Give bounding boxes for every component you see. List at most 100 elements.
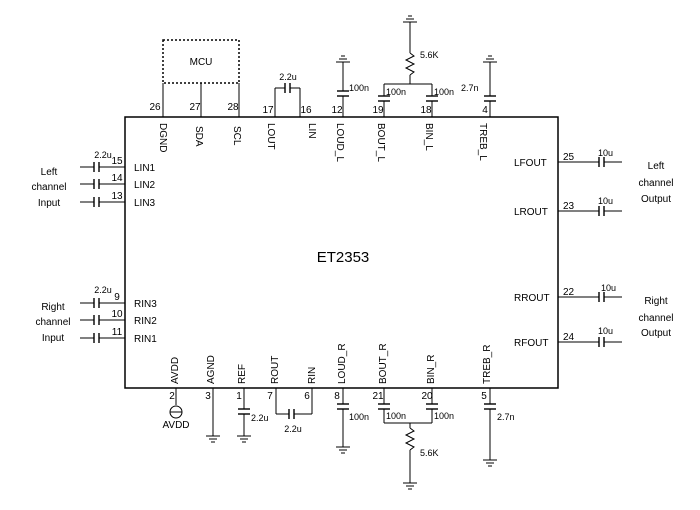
pin-num-15: 15: [111, 156, 123, 167]
left-output-line2: channel: [638, 178, 673, 189]
pin-label-agnd: AGND: [206, 355, 217, 384]
pin-num-4: 4: [482, 105, 488, 116]
pin-label-lrout: LROUT: [514, 207, 548, 218]
pin-label-lin3: LIN3: [134, 198, 156, 209]
pin-label-loud-l: LOUD_L: [334, 123, 345, 162]
bass-network-l: [378, 15, 438, 117]
pin-label-lfout: LFOUT: [514, 158, 547, 169]
pin-label-treb-l: TREB_L: [477, 123, 488, 161]
mcu-label: MCU: [190, 57, 213, 68]
pin-num-20: 20: [421, 391, 433, 402]
pin-num-16: 16: [300, 105, 312, 116]
pin-num-7: 7: [267, 391, 273, 402]
pin-num-17: 17: [262, 105, 274, 116]
left-output-line1: Left: [648, 161, 665, 172]
left-input-line3: Input: [38, 198, 60, 209]
cap-rout-rin: [275, 388, 313, 419]
pin-num-2: 2: [169, 391, 175, 402]
pin-num-14: 14: [111, 173, 123, 184]
pin-label-ref: REF: [237, 364, 248, 384]
pin-label-scl: SCL: [231, 126, 242, 146]
pin-label-treb-r: TREB_R: [482, 345, 493, 384]
pin-label-bin-l: BIN_L: [423, 123, 434, 151]
pin-num-25: 25: [563, 152, 575, 163]
pin-num-18: 18: [420, 105, 432, 116]
cap-lfout-value: 10u: [598, 148, 613, 158]
cap-treb-r-value: 2.7n: [497, 412, 515, 422]
chip-body: [124, 116, 559, 389]
chip-name: ET2353: [317, 249, 370, 266]
pin-label-bout-r: BOUT_R: [378, 343, 389, 384]
pin-label-rrout: RROUT: [514, 293, 550, 304]
bass-network-r: [378, 388, 438, 490]
cap-bout-l-value: 100n: [386, 87, 406, 97]
pin-num-22: 22: [563, 287, 575, 298]
agnd-ground: [206, 388, 220, 443]
pin-num-21: 21: [372, 391, 384, 402]
pin-label-rin: RIN: [307, 367, 318, 384]
cap-treb-l: [483, 55, 497, 117]
right-output-line1: Right: [644, 296, 668, 307]
cap-lrout-value: 10u: [598, 196, 613, 206]
cap-rfout-value: 10u: [598, 326, 613, 336]
pin-label-bout-l: BOUT_L: [375, 123, 386, 162]
cap-rin-value: 2.2u: [94, 285, 112, 295]
pin-num-5: 5: [481, 391, 487, 402]
pin-label-rin2: RIN2: [134, 316, 157, 327]
cap-lin-value: 2.2u: [94, 150, 112, 160]
cap-rrout-value: 10u: [601, 283, 616, 293]
cap-loud-r: [336, 388, 350, 454]
cap-loud-l-value: 100n: [349, 83, 369, 93]
cap-ref-value: 2.2u: [251, 413, 269, 423]
pin-label-lin2: LIN2: [134, 180, 156, 191]
right-input-line2: channel: [35, 317, 70, 328]
left-input-line1: Left: [41, 167, 58, 178]
cap-loud-l: [336, 55, 350, 117]
pin-label-dgnd: DGND: [157, 123, 168, 152]
pin-label-lin: LIN: [306, 123, 317, 139]
cap-rout-rin-value: 2.2u: [284, 424, 302, 434]
res-l-value: 5.6K: [420, 50, 439, 60]
cap-loud-r-value: 100n: [349, 412, 369, 422]
pin-num-19: 19: [372, 105, 384, 116]
cap-lout-lin-value: 2.2u: [279, 72, 297, 82]
left-input-caps: [80, 162, 125, 343]
pin-label-rout: ROUT: [270, 356, 281, 384]
pin-num-24: 24: [563, 332, 575, 343]
left-input-line2: channel: [31, 182, 66, 193]
left-output-line3: Output: [641, 194, 671, 205]
pin-label-lin1: LIN1: [134, 163, 156, 174]
pin-num-10: 10: [111, 309, 123, 320]
pin-num-23: 23: [563, 201, 575, 212]
pin-label-rin3: RIN3: [134, 299, 157, 310]
pin-label-rin1: RIN1: [134, 334, 157, 345]
cap-ref: [237, 388, 251, 443]
avdd-label: AVDD: [162, 420, 189, 431]
pin-label-bin-r: BIN_R: [426, 355, 437, 384]
avdd-source: [169, 388, 183, 419]
pin-label-avdd: AVDD: [170, 357, 181, 384]
pin-label-lout: LOUT: [265, 123, 276, 150]
cap-bout-r-value: 100n: [386, 411, 406, 421]
pin-num-9: 9: [114, 292, 120, 303]
right-input-line3: Input: [42, 333, 64, 344]
cap-bin-r-value: 100n: [434, 411, 454, 421]
pin-num-13: 13: [111, 191, 123, 202]
pin-label-sda: SDA: [193, 126, 204, 147]
cap-treb-l-value: 2.7n: [461, 83, 479, 93]
res-r-value: 5.6K: [420, 448, 439, 458]
pin-num-28: 28: [227, 102, 239, 113]
right-output-caps: [558, 157, 622, 347]
pin-num-3: 3: [205, 391, 211, 402]
pin-num-26: 26: [149, 102, 161, 113]
cap-lout-lin: [274, 83, 301, 117]
pin-num-8: 8: [334, 391, 340, 402]
pin-label-rfout: RFOUT: [514, 338, 548, 349]
right-output-line2: channel: [638, 313, 673, 324]
pin-num-1: 1: [236, 391, 242, 402]
pin-num-12: 12: [331, 105, 343, 116]
right-output-line3: Output: [641, 328, 671, 339]
pin-label-loud-r: LOUD_R: [337, 343, 348, 384]
cap-treb-r: [483, 388, 497, 467]
